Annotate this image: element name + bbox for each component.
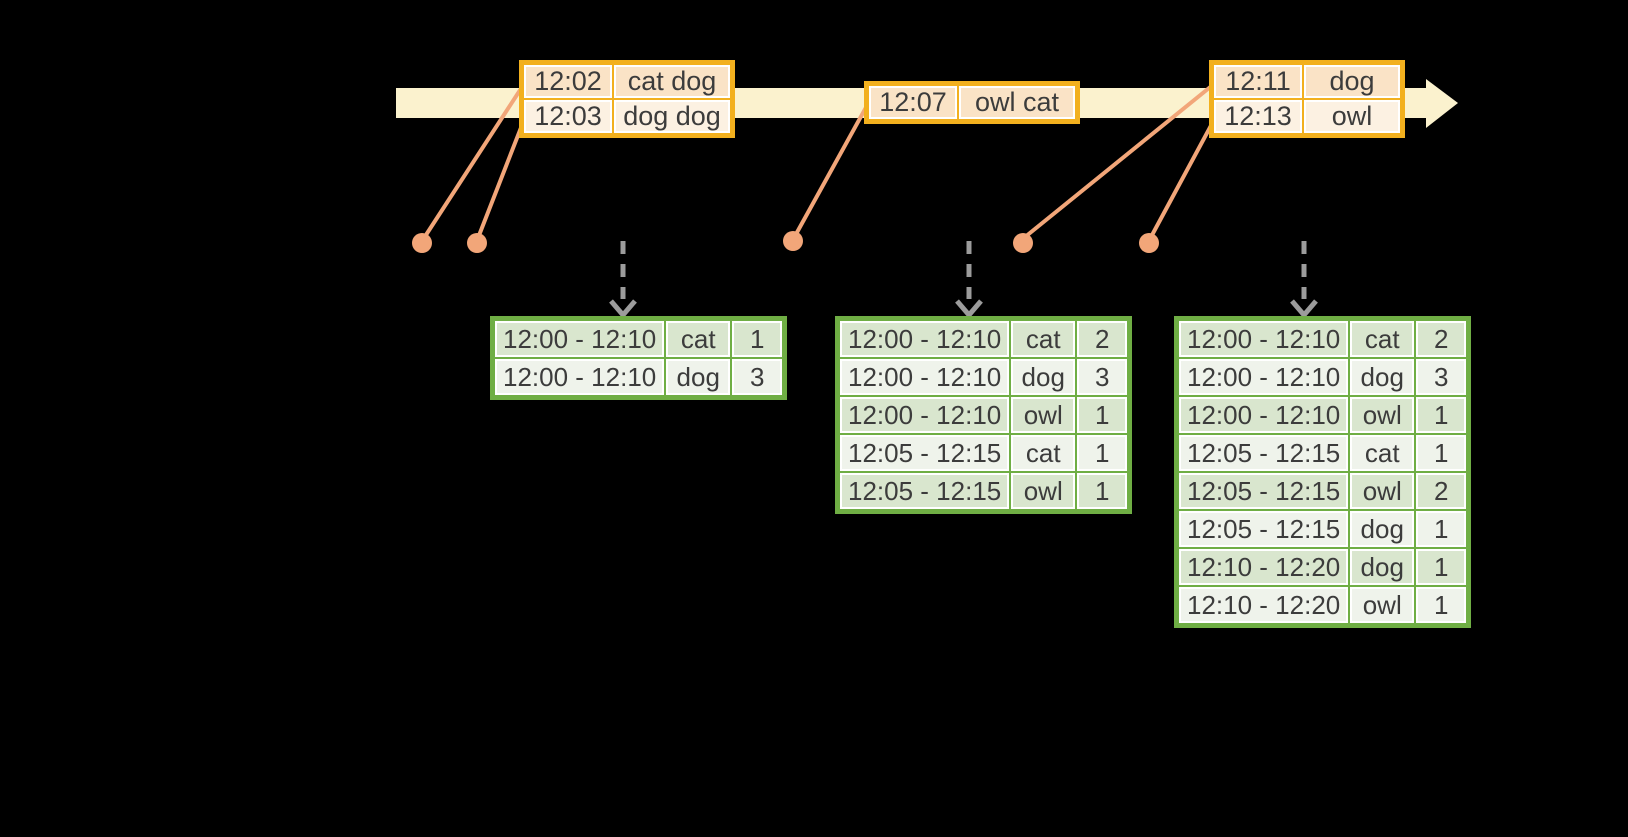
connector-line [1149, 119, 1216, 238]
table-cell: owl cat [959, 86, 1075, 119]
timeline-arrowhead-icon [1426, 79, 1458, 128]
trigger-arrowhead-icon [955, 299, 983, 319]
table-cell: 12:02 [524, 65, 612, 98]
table-cell: dog [1350, 359, 1415, 395]
table-cell: 3 [1077, 359, 1128, 395]
table-cell: 1 [732, 321, 783, 357]
table-cell: 1 [1416, 435, 1467, 471]
connector-line [1023, 82, 1216, 239]
table-cell: 12:11 [1214, 65, 1302, 98]
table-cell: 12:00 - 12:10 [840, 321, 1010, 357]
trigger-arrowhead-icon [609, 299, 637, 319]
table-cell: dog [1350, 549, 1415, 585]
table-cell: 12:00 - 12:10 [495, 359, 665, 395]
event-marker-icon [412, 233, 432, 253]
event-marker-icon [1139, 233, 1159, 253]
table-cell: owl [1011, 473, 1076, 509]
table-cell: 1 [1416, 511, 1467, 547]
table-cell: dog [1304, 65, 1400, 98]
table-cell: owl [1350, 587, 1415, 623]
table-cell: owl [1350, 397, 1415, 433]
table-cell: cat dog [614, 65, 730, 98]
table-cell: dog [1011, 359, 1076, 395]
table-cell: 1 [1077, 435, 1128, 471]
table-cell: 12:07 [869, 86, 957, 119]
table-cell: 12:13 [1214, 100, 1302, 133]
connector-line [422, 82, 526, 240]
event-markers [412, 231, 1159, 253]
table-cell: cat [1011, 435, 1076, 471]
table-cell: 12:00 - 12:10 [1179, 397, 1349, 433]
table-cell: 3 [1416, 359, 1467, 395]
table-cell: 3 [732, 359, 783, 395]
table-cell: cat [666, 321, 731, 357]
table-cell: 1 [1416, 397, 1467, 433]
connector-line [793, 101, 871, 237]
table-cell: 1 [1416, 549, 1467, 585]
trigger-arrows [609, 241, 1318, 319]
table-cell: 12:00 - 12:10 [1179, 321, 1349, 357]
table-cell: 1 [1077, 397, 1128, 433]
event-marker-icon [1013, 233, 1033, 253]
table-cell: 2 [1077, 321, 1128, 357]
trigger-arrowhead-icon [1290, 299, 1318, 319]
table-cell: cat [1350, 321, 1415, 357]
table-cell: dog dog [614, 100, 730, 133]
table-cell: dog [1350, 511, 1415, 547]
table-cell: 12:10 - 12:20 [1179, 549, 1349, 585]
connector-line [476, 119, 526, 239]
table-cell: dog [666, 359, 731, 395]
table-cell: 12:10 - 12:20 [1179, 587, 1349, 623]
event-marker-icon [783, 231, 803, 251]
table-cell: 2 [1416, 473, 1467, 509]
table-cell: owl [1350, 473, 1415, 509]
table-cell: 12:05 - 12:15 [1179, 511, 1349, 547]
table-cell: 12:05 - 12:15 [840, 435, 1010, 471]
table-cell: 12:00 - 12:10 [1179, 359, 1349, 395]
table-cell: 12:03 [524, 100, 612, 133]
table-cell: cat [1011, 321, 1076, 357]
table-cell: 1 [1416, 587, 1467, 623]
table-cell: cat [1350, 435, 1415, 471]
table-cell: 12:00 - 12:10 [495, 321, 665, 357]
table-cell: 12:00 - 12:10 [840, 397, 1010, 433]
table-cell: 12:05 - 12:15 [840, 473, 1010, 509]
event-connectors [422, 82, 1216, 240]
table-cell: owl [1011, 397, 1076, 433]
table-cell: 12:05 - 12:15 [1179, 435, 1349, 471]
table-cell: 2 [1416, 321, 1467, 357]
table-cell: owl [1304, 100, 1400, 133]
table-cell: 1 [1077, 473, 1128, 509]
table-cell: 12:00 - 12:10 [840, 359, 1010, 395]
event-marker-icon [467, 233, 487, 253]
table-cell: 12:05 - 12:15 [1179, 473, 1349, 509]
